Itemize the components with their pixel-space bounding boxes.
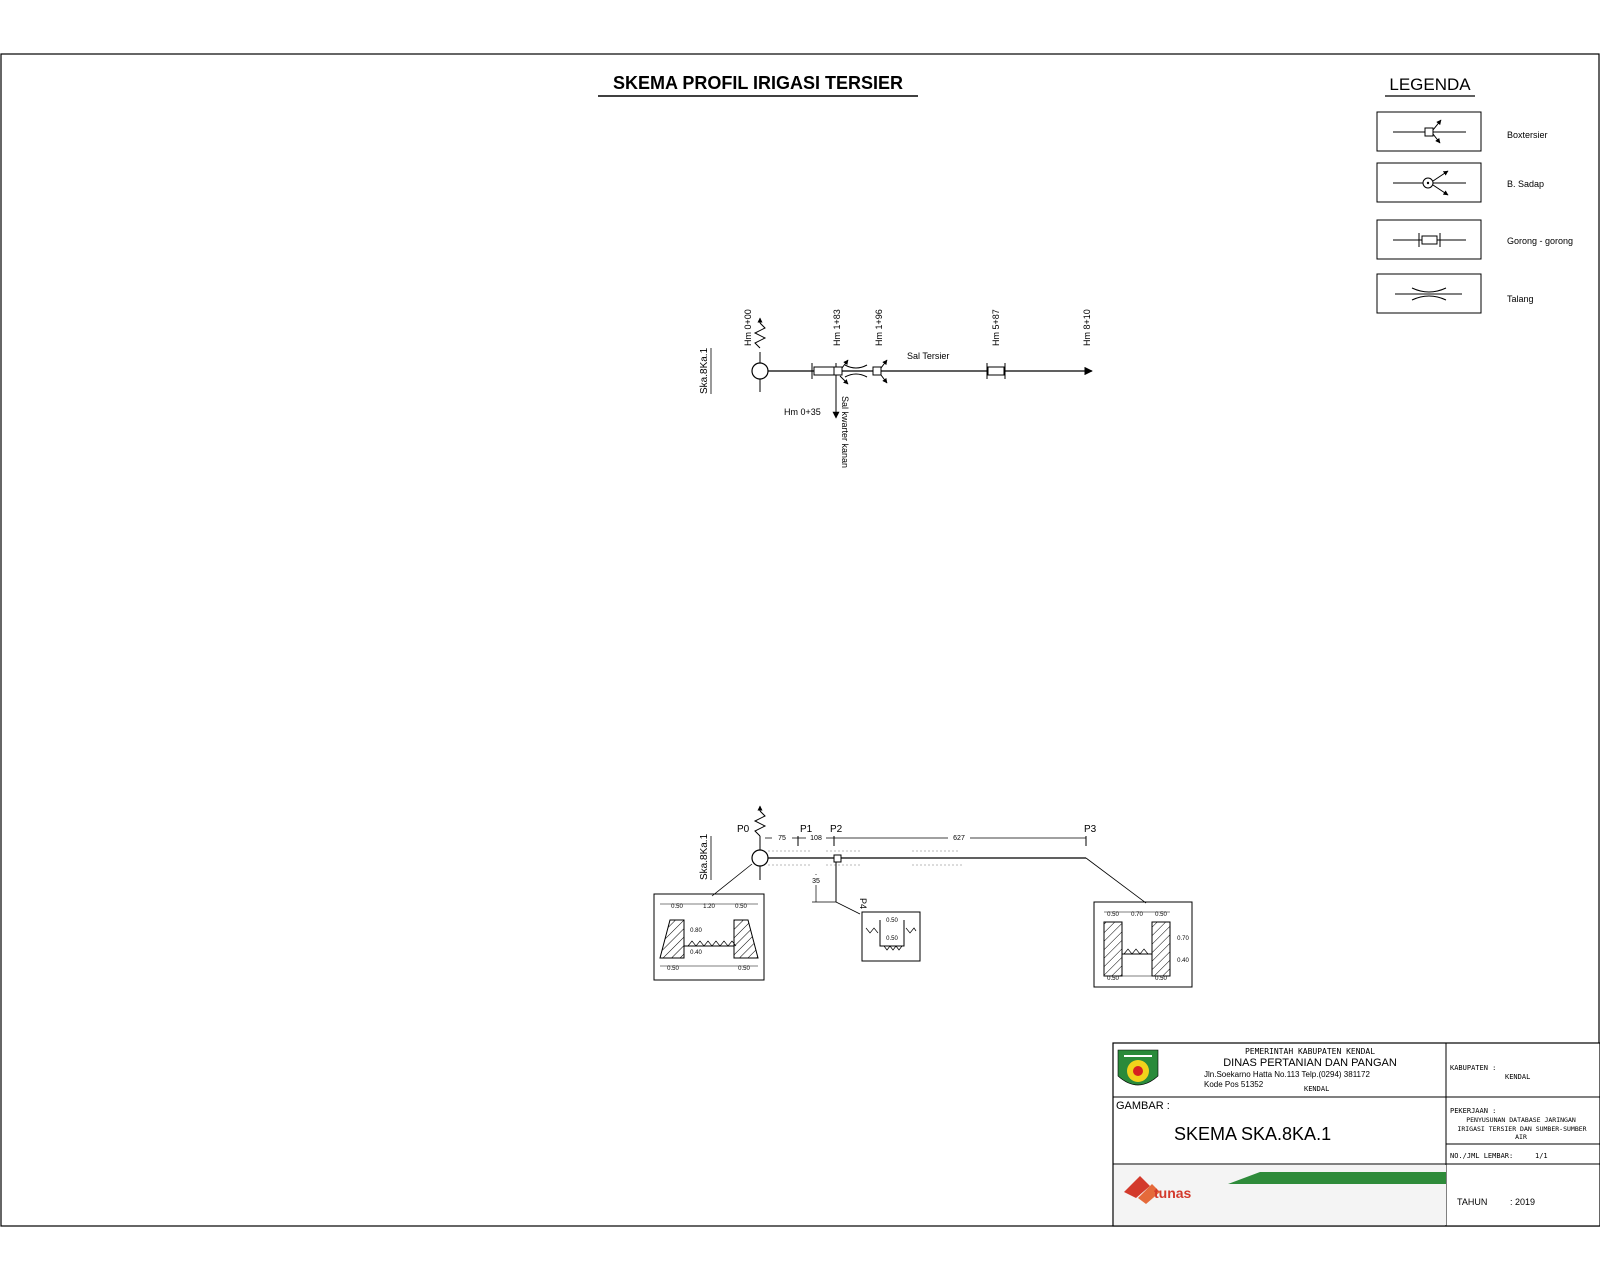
dimension-label: 0.50: [886, 918, 898, 924]
cross-section-left: 0.50 1.20 0.50 0.80 0.40 0.50 0.50: [653, 893, 765, 981]
branch-label: Sal kwarter kanan: [840, 396, 850, 468]
agency-postal: Kode Pos 51352: [1204, 1080, 1264, 1089]
elevation-annotations: [768, 850, 962, 866]
dimension-label: 0.80: [690, 928, 702, 934]
sheet-value: 1/1: [1535, 1152, 1548, 1160]
branch-station-label: Hm 0+35: [784, 407, 821, 417]
dimension-label: 0.50: [1155, 976, 1167, 982]
tunas-logo-text: tunas: [1154, 1185, 1192, 1201]
dimension-label: 0.50: [1107, 912, 1119, 918]
box-tersier-icon: [1393, 119, 1466, 144]
water-mark-icon: [753, 322, 767, 349]
legend: LEGENDA Boxtersier B. Sadap: [1376, 75, 1573, 314]
box-tersier-icon: [833, 854, 842, 863]
legend-label: B. Sadap: [1507, 179, 1544, 189]
dimension-label: 0.50: [735, 904, 747, 910]
legend-label: Boxtersier: [1507, 130, 1548, 140]
dimension-label: 0.40: [690, 950, 702, 956]
dimension-label: 0.50: [1155, 912, 1167, 918]
point-label: P4: [858, 898, 868, 909]
gorong-gorong-icon: [811, 363, 837, 379]
gambar-label: GAMBAR :: [1116, 1100, 1170, 1112]
dimension-label: 0.70: [1177, 936, 1189, 942]
legend-label: Gorong - gorong: [1507, 236, 1573, 246]
agency-line2: DINAS PERTANIAN DAN PANGAN: [1223, 1057, 1397, 1069]
pekerjaan-value: IRIGASI TERSIER DAN SUMBER-SUMBER: [1457, 1125, 1586, 1133]
legend-item-gorong-gorong: Gorong - gorong: [1376, 219, 1573, 260]
source-intake-icon: [751, 849, 769, 867]
dimension-label: 0.40: [1177, 958, 1189, 964]
kendal-emblem-icon: [1117, 1049, 1159, 1086]
station-label: Hm 5+87: [991, 309, 1001, 346]
source-label: Ska.8Ka.1: [699, 347, 710, 394]
dimension-label: 0.50: [1107, 976, 1119, 982]
dimension-label: 0.50: [886, 936, 898, 942]
gorong-gorong-icon: [1393, 233, 1466, 247]
tunas-logo: tunas: [1114, 1165, 1446, 1225]
point-label: P2: [830, 824, 843, 835]
distance-label: 108: [810, 835, 822, 842]
station-label: Hm 0+00: [743, 309, 753, 346]
page-title: SKEMA PROFIL IRIGASI TERSIER: [613, 73, 903, 93]
station-label: Hm 1+96: [874, 309, 884, 346]
legend-label: Talang: [1507, 294, 1534, 304]
legend-item-talang: Talang: [1376, 273, 1534, 314]
dimension-label: 0.50: [738, 966, 750, 972]
gorong-gorong-icon: [986, 363, 1006, 379]
sheet-label: NO./JML LEMBAR:: [1450, 1152, 1513, 1160]
dimension-label: 0.50: [667, 966, 679, 972]
agency-address: Jln.Soekarno Hatta No.113 Telp.(0294) 38…: [1204, 1070, 1370, 1079]
cross-section-middle: 0.50 0.50: [861, 911, 921, 962]
schema-top: Ska.8Ka.1 Hm 0+00 Hm 1+83 Hm 1+96 Hm 5+8…: [699, 309, 1093, 468]
gambar-value: SKEMA SKA.8KA.1: [1174, 1124, 1331, 1144]
legend-item-bangunan-sadap: B. Sadap: [1376, 162, 1544, 203]
pekerjaan-value: AIR: [1515, 1133, 1527, 1141]
cross-section-right: 0.50 0.70 0.50 0.70 0.40 0.50 0.50: [1093, 901, 1193, 988]
water-mark-icon: [753, 810, 767, 837]
sheet-frame: [0, 53, 1600, 1227]
pekerjaan-value: PENYUSUNAN DATABASE JARINGAN: [1466, 1116, 1576, 1124]
point-label: P3: [1084, 824, 1097, 835]
pekerjaan-label: PEKERJAAN :: [1450, 1107, 1496, 1115]
point-label: P1: [800, 824, 813, 835]
distance-label: 627: [953, 835, 965, 842]
dimension-label: 1.20: [703, 904, 715, 910]
tahun-value: : 2019: [1510, 1197, 1535, 1207]
station-label: Hm 8+10: [1082, 309, 1092, 346]
talang-icon: [1395, 287, 1462, 301]
agency-city: KENDAL: [1304, 1085, 1329, 1093]
legend-title: LEGENDA: [1389, 75, 1471, 94]
legend-item-box-tersier: Boxtersier: [1376, 111, 1548, 152]
box-tersier-icon: [833, 359, 849, 385]
box-tersier-icon: [872, 359, 888, 384]
distance-label: 75: [778, 835, 786, 842]
agency-line1: PEMERINTAH KABUPATEN KENDAL: [1245, 1047, 1375, 1056]
bangunan-sadap-icon: [1393, 170, 1466, 196]
distance-label: 35: [812, 878, 820, 885]
talang-icon: [844, 364, 868, 378]
point-label: P0: [737, 824, 750, 835]
kabupaten-value: KENDAL: [1505, 1073, 1530, 1081]
channel-label: Sal Tersier: [907, 351, 949, 361]
source-label: Ska.8Ka.1: [699, 833, 710, 880]
tahun-label: TAHUN: [1457, 1197, 1487, 1207]
kabupaten-label: KABUPATEN :: [1450, 1064, 1496, 1072]
dimension-label: 0.50: [671, 904, 683, 910]
dimension-label: 0.70: [1131, 912, 1143, 918]
title-block: PEMERINTAH KABUPATEN KENDAL DINAS PERTAN…: [1112, 1042, 1600, 1227]
station-label: Hm 1+83: [832, 309, 842, 346]
schema-bottom: Ska.8Ka.1 P0 P1 P2 P3 P4 75 108 627: [653, 805, 1193, 988]
source-intake-icon: [751, 362, 769, 380]
